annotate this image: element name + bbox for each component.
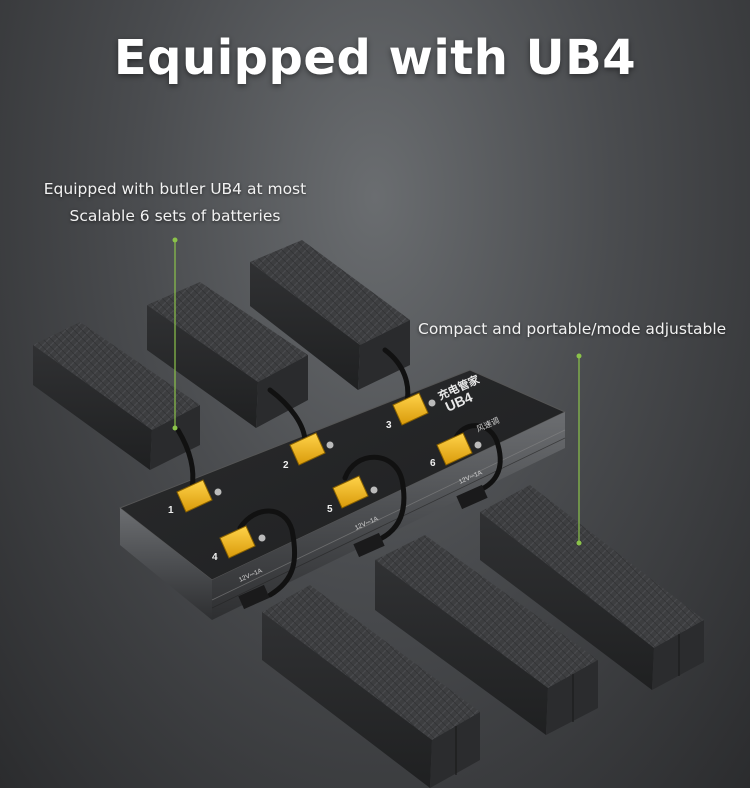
battery-front-2 <box>353 532 598 735</box>
port-number-6: 6 <box>430 458 436 469</box>
port-number-2: 2 <box>283 460 289 471</box>
port-number-1: 1 <box>168 505 174 516</box>
callout-pointer-right <box>576 353 582 546</box>
port-numbers: 1 2 3 4 5 6 <box>168 420 436 563</box>
headline: Equipped with UB4 <box>113 30 637 86</box>
battery-front-1 <box>238 584 480 788</box>
battery-back-1 <box>33 322 200 470</box>
port-number-5: 5 <box>327 504 333 515</box>
ub4-hub <box>119 369 567 620</box>
callout-left-line-2: Scalable 6 sets of batteries <box>69 207 281 225</box>
callout-left: Equipped with butler UB4 at most Scalabl… <box>20 176 330 230</box>
cables <box>175 347 503 598</box>
battery-front-3 <box>456 484 704 690</box>
port-number-3: 3 <box>386 420 392 431</box>
xt60-connectors <box>176 392 473 559</box>
callout-pointer-left <box>172 237 178 431</box>
hub-screws <box>214 399 482 542</box>
battery-back-3 <box>250 240 410 390</box>
callout-left-line-1: Equipped with butler UB4 at most <box>43 180 307 198</box>
callout-right: Compact and portable/mode adjustable <box>418 320 727 338</box>
port-number-4: 4 <box>212 552 218 563</box>
